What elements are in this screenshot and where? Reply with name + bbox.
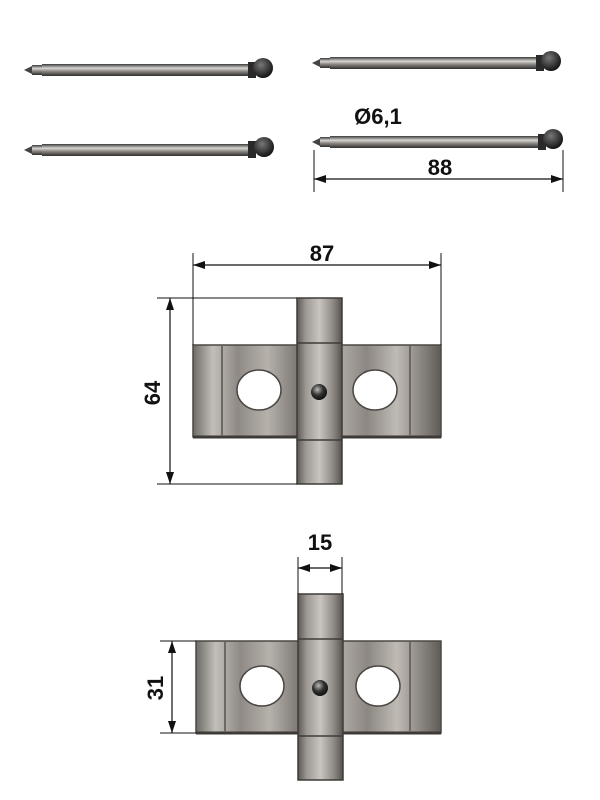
clip-large-height-dimension [157,297,297,485]
clip-large-height-label: 64 [140,380,165,405]
pin-dimension [313,150,564,192]
pin-bottom-right [312,129,563,150]
clip-large [192,297,442,485]
pin-top-left [24,58,273,78]
pin-bottom-left [24,137,274,158]
pin-top-right [312,51,561,71]
clip-small-height-dimension [160,640,196,734]
clip-large-width-dimension [192,253,442,345]
pin-length-label: 88 [428,155,452,180]
pin-diameter-label: Ø6,1 [354,104,402,129]
clip-small [195,593,442,781]
clip-small-height-label: 31 [143,676,168,700]
clip-large-width-label: 87 [310,241,334,266]
clip-small-tab-width-label: 15 [308,530,332,555]
clip-small-tab-width-dimension [297,557,343,594]
